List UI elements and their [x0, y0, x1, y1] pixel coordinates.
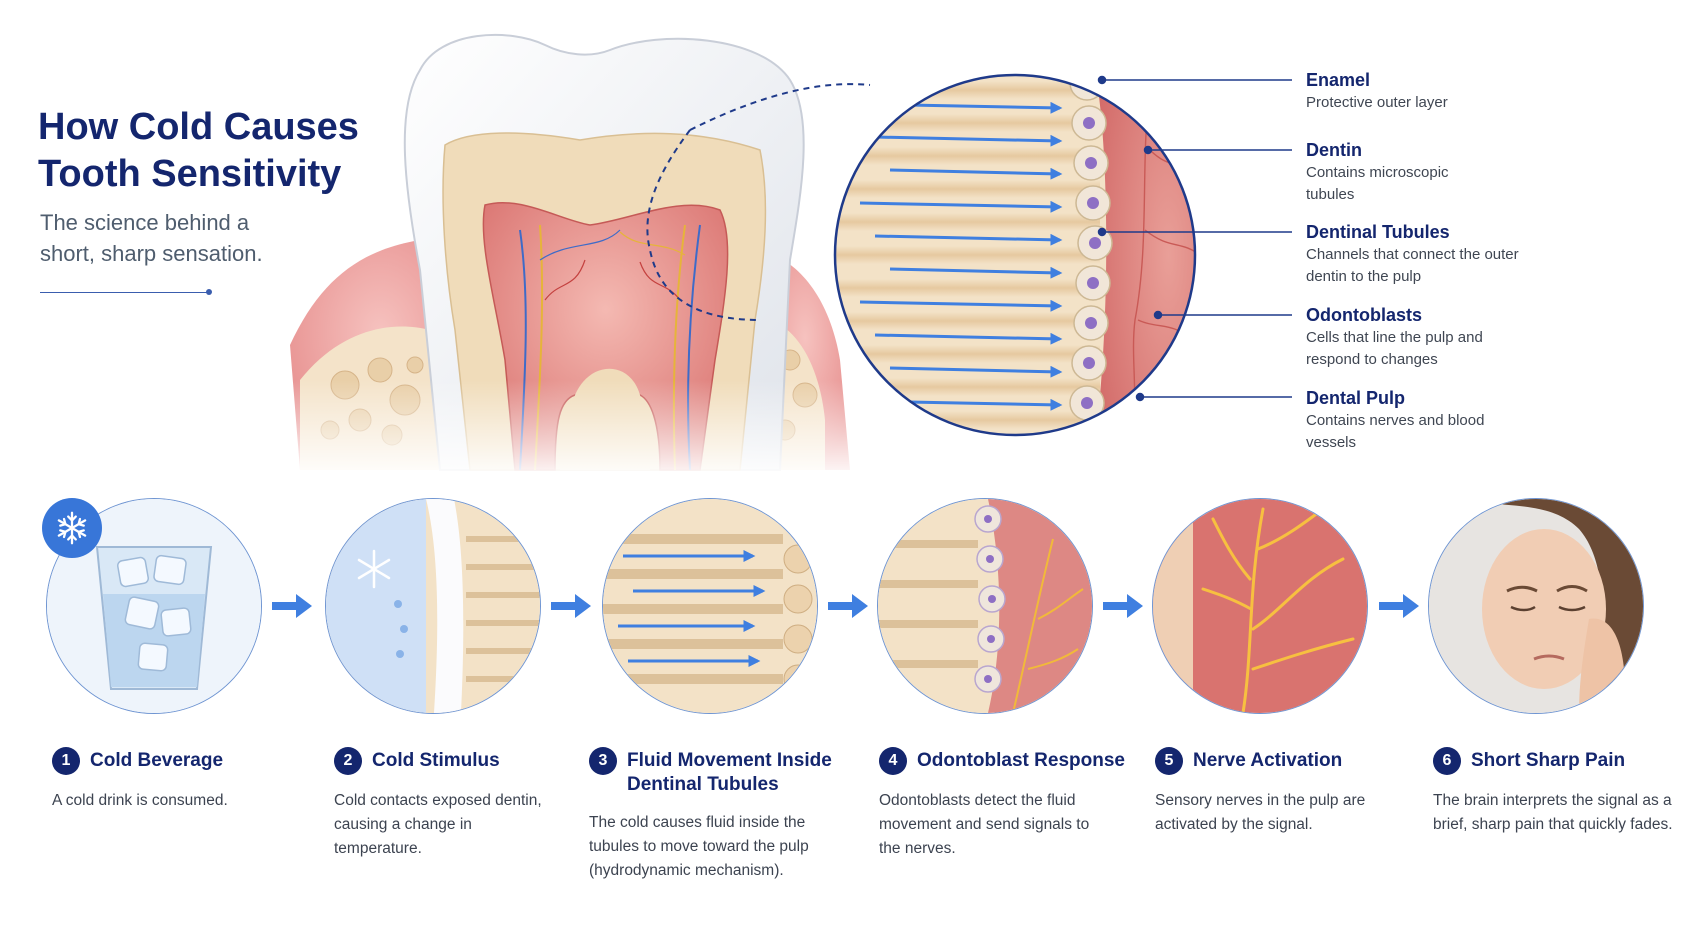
step-4-odontoblast-image	[877, 498, 1093, 714]
step-title: Odontoblast Response	[917, 750, 1125, 771]
page-subtitle: The science behind a short, sharp sensat…	[40, 210, 263, 266]
step-number-badge: 2	[334, 747, 362, 775]
callout-desc: Cells that line the pulp and respond to …	[1306, 329, 1483, 368]
step-description: Odontoblasts detect the fluid movement a…	[879, 792, 1090, 857]
step-title: Cold Stimulus	[372, 750, 500, 771]
step-4: 4 Odontoblast Response Odontoblasts dete…	[879, 747, 1129, 861]
callout-desc: Contains microscopic tubules	[1306, 164, 1449, 203]
dentinal-tubule	[835, 312, 1100, 330]
dentinal-tubule	[835, 345, 1100, 363]
fluid-flow-arrow	[859, 200, 1063, 213]
dentinal-tubule	[835, 279, 1100, 297]
step-title: Short Sharp Pain	[1471, 750, 1626, 771]
callout-title: Dental Pulp	[1306, 388, 1406, 408]
step-title: Cold Beverage	[90, 750, 224, 771]
callout-title: Enamel	[1306, 70, 1371, 90]
fluid-flow-arrow	[874, 332, 1063, 345]
step-description: Cold contacts exposed dentin, causing a …	[334, 792, 542, 857]
step-1-cold-drink-image	[46, 498, 262, 714]
callout-title: Odontoblasts	[1306, 305, 1422, 325]
callout-desc: Channels that connect the outer dentin t…	[1306, 246, 1519, 285]
step-description: Sensory nerves in the pulp are activated…	[1155, 792, 1366, 833]
fluid-flow-arrow	[889, 167, 1063, 180]
arrow-right-icon	[1379, 594, 1419, 618]
dentinal-tubule	[835, 81, 1100, 99]
odontoblast-nucleus	[1081, 397, 1093, 409]
step-number-badge: 3	[589, 747, 617, 775]
step-5-nerve-activation-image	[1152, 498, 1368, 714]
step-description: The cold causes fluid inside the tubules…	[589, 814, 809, 879]
step-description: A cold drink is consumed.	[52, 792, 228, 809]
step-3: 3 Fluid Movement Inside Dentinal Tubules…	[589, 747, 844, 883]
dentinal-tubule	[835, 213, 1100, 231]
fluid-flow-arrow	[889, 266, 1063, 279]
step-number-badge: 4	[879, 747, 907, 775]
callout-enamel: Enamel Protective outer layer	[1306, 68, 1566, 114]
dentinal-tubule	[835, 180, 1100, 198]
callout-odontoblasts: Odontoblasts Cells that line the pulp an…	[1306, 303, 1506, 371]
arrow-right-icon	[551, 594, 591, 618]
step-title: Fluid Movement Inside Dentinal Tubules	[627, 750, 832, 795]
callout-dentin: Dentin Contains microscopic tubules	[1306, 138, 1486, 206]
callout-desc: Protective outer layer	[1306, 94, 1448, 111]
step-description: The brain interprets the signal as a bri…	[1433, 792, 1673, 833]
arrow-right-icon	[1103, 594, 1143, 618]
snowflake-icon	[42, 498, 102, 558]
step-2-cold-stimulus-image	[325, 498, 541, 714]
step-number-badge: 1	[52, 747, 80, 775]
title-divider-dot	[206, 289, 212, 295]
callout-dentinal-tubules: Dentinal Tubules Channels that connect t…	[1306, 220, 1526, 288]
arrow-right-icon	[272, 594, 312, 618]
step-3-fluid-movement-image	[602, 498, 818, 714]
step-title: Nerve Activation	[1193, 750, 1343, 771]
step-2: 2 Cold Stimulus Cold contacts exposed de…	[334, 747, 544, 861]
dentinal-tubule	[835, 246, 1100, 264]
callout-desc: Contains nerves and blood vessels	[1306, 412, 1485, 451]
odontoblast-nucleus	[1085, 317, 1097, 329]
step-1: 1 Cold Beverage A cold drink is consumed…	[52, 747, 282, 813]
step-6: 6 Short Sharp Pain The brain interprets …	[1433, 747, 1678, 837]
step-number-badge: 6	[1433, 747, 1461, 775]
dentinal-tubule	[835, 114, 1100, 132]
fluid-flow-arrow	[889, 365, 1063, 378]
odontoblast-nucleus	[1087, 277, 1099, 289]
step-number-badge: 5	[1155, 747, 1183, 775]
fluid-flow-arrow	[859, 299, 1063, 312]
odontoblast-nucleus	[1083, 117, 1095, 129]
fluid-flow-arrow	[874, 134, 1063, 147]
odontoblast-nucleus	[1085, 157, 1097, 169]
callout-title: Dentinal Tubules	[1306, 222, 1450, 242]
callout-title: Dentin	[1306, 140, 1362, 160]
title-divider	[40, 292, 210, 293]
callout-dental-pulp: Dental Pulp Contains nerves and blood ve…	[1306, 386, 1486, 454]
dentinal-tubule	[835, 147, 1100, 165]
fluid-flow-arrow	[874, 233, 1063, 246]
odontoblast-nucleus	[1087, 197, 1099, 209]
step-5: 5 Nerve Activation Sensory nerves in the…	[1155, 747, 1385, 837]
dentinal-tubule	[835, 378, 1100, 396]
page-title: How Cold Causes Tooth Sensitivity	[38, 106, 359, 195]
arrow-right-icon	[828, 594, 868, 618]
step-6-person-in-pain-image	[1428, 498, 1644, 714]
odontoblast-nucleus	[1083, 357, 1095, 369]
odontoblast-nucleus	[1089, 237, 1101, 249]
